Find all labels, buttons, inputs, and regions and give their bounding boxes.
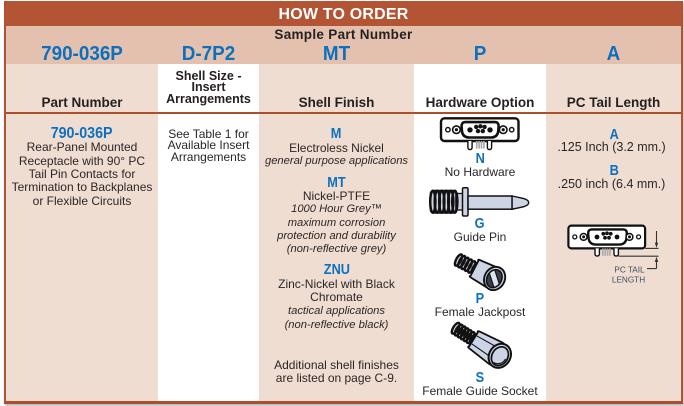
- svg-text:LENGTH: LENGTH: [612, 276, 645, 285]
- svg-text:PC TAIL: PC TAIL: [614, 265, 645, 274]
